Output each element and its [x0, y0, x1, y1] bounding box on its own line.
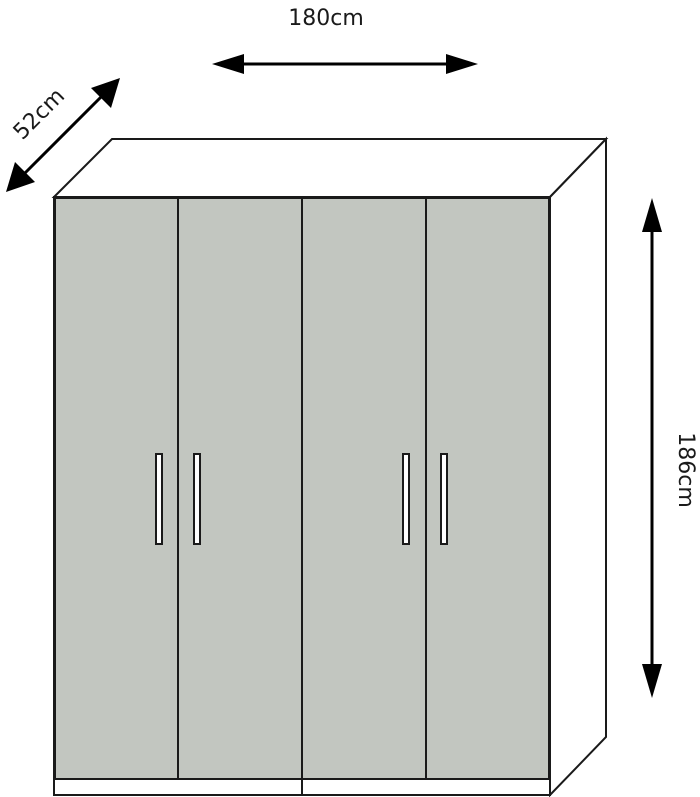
width-arrow-head-right — [446, 54, 478, 74]
height-dimension: 186cm — [642, 198, 698, 698]
height-label: 186cm — [673, 432, 698, 508]
depth-arrow-line — [20, 92, 106, 178]
wardrobe-top-face — [51, 138, 609, 198]
width-dimension: 180cm — [212, 6, 478, 74]
height-arrow-head-bottom — [642, 664, 662, 698]
door-handle-4 — [440, 453, 448, 545]
wardrobe-side-face — [549, 136, 607, 797]
width-arrow-head-left — [212, 54, 244, 74]
width-label: 180cm — [288, 6, 364, 31]
height-arrow-head-top — [642, 198, 662, 232]
door-handle-3 — [402, 453, 410, 545]
depth-arrow-head-top — [91, 78, 120, 108]
door-handle-2 — [193, 453, 201, 545]
door-handle-1 — [155, 453, 163, 545]
depth-arrow-head-bottom — [6, 162, 35, 192]
wardrobe — [51, 136, 609, 797]
